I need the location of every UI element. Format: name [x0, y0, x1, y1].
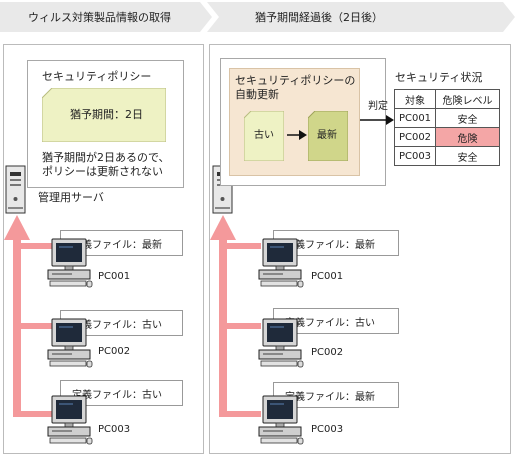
- pc-name: PC003: [98, 424, 131, 435]
- security-status-title: セキュリティ状況: [395, 71, 483, 84]
- definition-file-label: 定義ファイル：最新: [285, 239, 375, 251]
- pc-name: PC003: [311, 424, 344, 435]
- policy-update-title-line2: 自動更新: [235, 88, 279, 101]
- pc-computer-icon: [47, 395, 93, 445]
- definition-file-label: 定義ファイル：最新: [72, 239, 162, 251]
- pc-computer-icon: [258, 238, 304, 288]
- table-row: PC003 安全: [394, 146, 500, 166]
- grace-period-note: [42, 88, 166, 142]
- table-row: PC002 危険: [394, 127, 500, 147]
- judge-label: 判定: [368, 101, 388, 112]
- policy-message-line1: 猶予期間が2日あるので、: [42, 151, 170, 164]
- pc-computer-icon: [47, 318, 93, 368]
- policy-message-line2: ポリシーは更新されない: [42, 165, 163, 178]
- banner-left: ウィルス対策製品情報の取得: [0, 2, 212, 32]
- pc-name: PC002: [311, 347, 344, 358]
- banner-right: 猶予期間経過後（2日後）: [207, 2, 515, 32]
- definition-file-label: 定義ファイル：古い: [72, 319, 162, 331]
- row-level: 安全: [435, 108, 500, 128]
- new-policy-doc-icon: [308, 111, 348, 161]
- security-status-table: 対象 危険レベル PC001 安全 PC002 危険 PC003 安全: [394, 89, 500, 166]
- pc-computer-icon: [258, 395, 304, 445]
- row-level: 安全: [435, 146, 500, 166]
- banner-right-label: 猶予期間経過後（2日後）: [255, 11, 383, 24]
- definition-file-label: 定義ファイル：古い: [285, 317, 375, 329]
- pc-name: PC002: [98, 346, 131, 357]
- definition-file-box: 定義ファイル：最新: [273, 230, 399, 256]
- old-policy-label: 古い: [254, 130, 274, 141]
- policy-title-left: セキュリティポリシー: [42, 70, 152, 83]
- server-icon: [5, 165, 26, 214]
- pc-name: PC001: [311, 271, 344, 282]
- security-table-header: 対象 危険レベル: [394, 89, 500, 109]
- header-level: 危険レベル: [435, 89, 500, 109]
- grace-period-label: 猶予期間：2日: [70, 108, 143, 121]
- pc-computer-icon: [258, 318, 304, 368]
- banner-left-label: ウィルス対策製品情報の取得: [28, 11, 171, 24]
- row-target: PC002: [394, 127, 436, 147]
- pc-name: PC001: [98, 271, 131, 282]
- row-level-danger: 危険: [435, 127, 500, 147]
- definition-file-label: 定義ファイル：古い: [72, 389, 162, 401]
- table-row: PC001 安全: [394, 108, 500, 128]
- judge-arrow-icon: [360, 115, 394, 125]
- row-target: PC003: [394, 146, 436, 166]
- arrow-right-icon: [287, 130, 307, 140]
- new-policy-label: 最新: [317, 130, 337, 141]
- server-label: 管理用サーバ: [38, 191, 104, 204]
- old-policy-doc-icon: [244, 111, 284, 161]
- policy-update-title-line1: セキュリティポリシーの: [235, 74, 356, 87]
- header-target: 対象: [394, 89, 436, 109]
- pc-computer-icon: [47, 238, 93, 288]
- definition-file-label: 定義ファイル：最新: [285, 391, 375, 403]
- row-target: PC001: [394, 108, 436, 128]
